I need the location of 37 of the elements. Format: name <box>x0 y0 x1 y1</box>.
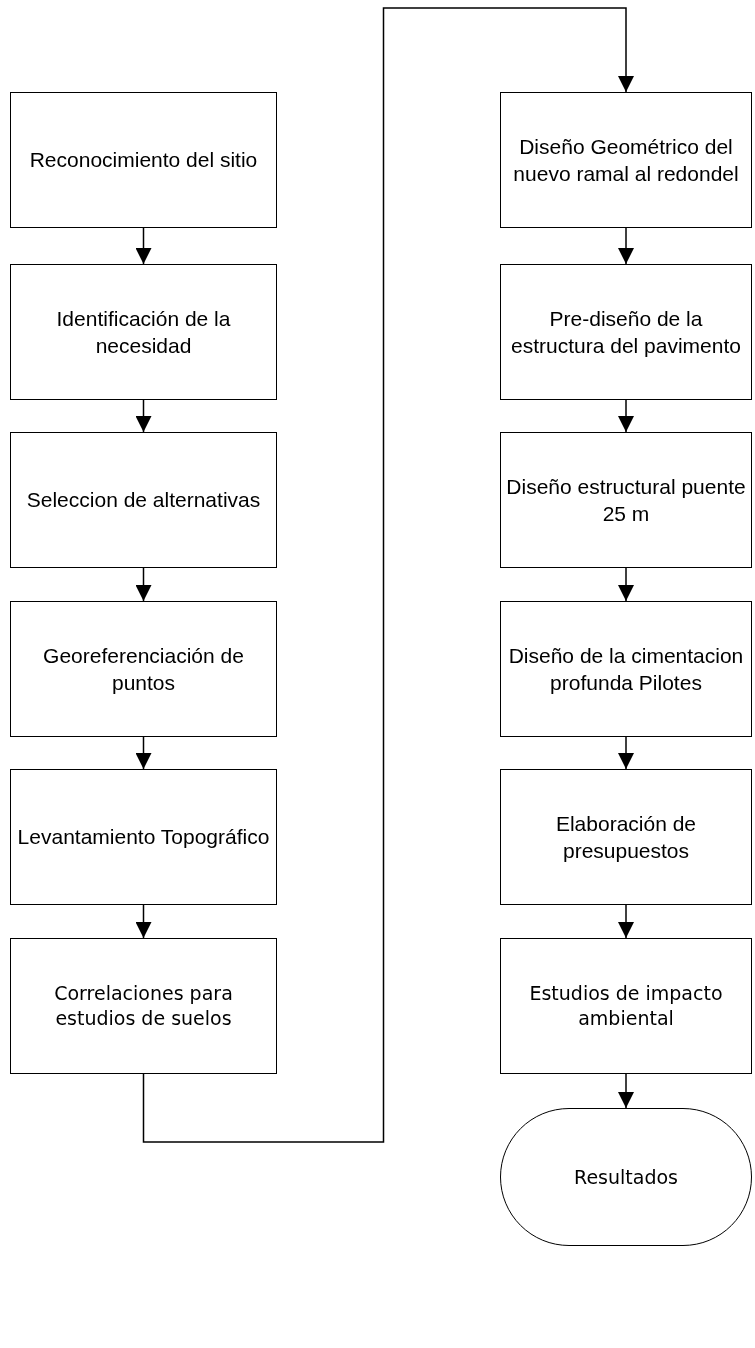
arrow <box>135 904 152 939</box>
arrow <box>142 7 634 1143</box>
arrow <box>618 904 634 939</box>
arrow <box>618 1073 634 1109</box>
process-box <box>500 264 752 400</box>
node-text: Georeferenciación de puntos <box>42 642 245 696</box>
arrow <box>135 227 152 265</box>
process-box <box>500 938 752 1074</box>
node-text: Seleccion de alternativas <box>26 487 261 514</box>
arrow <box>618 399 634 433</box>
node-text: Correlaciones para estudios de suelos <box>53 981 234 1031</box>
process-box <box>500 601 752 737</box>
process-box <box>500 769 752 905</box>
process-box <box>10 601 277 737</box>
node-text: Estudios de impacto ambiental <box>528 981 724 1031</box>
process-box <box>10 432 277 568</box>
arrow <box>135 399 152 433</box>
arrow <box>618 736 634 770</box>
arrow <box>618 227 634 265</box>
process-box <box>10 92 277 228</box>
arrow <box>135 736 152 770</box>
node-text: Pre-diseño de la estructura del pavimento <box>510 305 742 359</box>
process-box <box>10 769 277 905</box>
process-box <box>500 92 752 228</box>
node-text: Identificación de la necesidad <box>55 305 232 359</box>
process-box <box>10 264 277 400</box>
process-box <box>10 938 277 1074</box>
node-text: Resultados <box>574 1164 678 1190</box>
node-text: Elaboración de presupuestos <box>554 810 698 864</box>
arrow <box>135 567 152 602</box>
node-text: Levantamiento Topográfico <box>17 824 270 851</box>
node-text: Diseño Geométrico del nuevo ramal al redondel <box>512 133 740 187</box>
arrow <box>618 567 634 602</box>
node-text: Diseño estructural puente 25 m <box>505 473 747 527</box>
node-text: Diseño de la cimentacion profunda Pilotes <box>507 642 745 696</box>
node-text: Reconocimiento del sitio <box>29 147 258 174</box>
process-box <box>500 432 752 568</box>
